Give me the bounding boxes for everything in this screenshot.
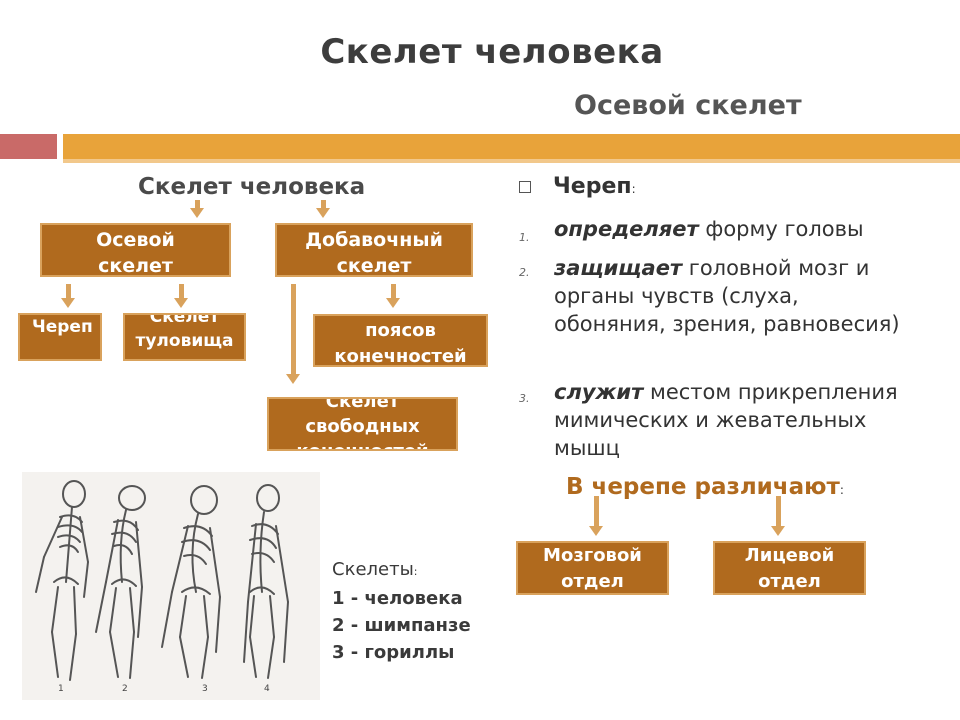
square-bullet-icon [519,181,531,193]
decor-bar-left [0,134,57,159]
skull-parts-heading-text: В черепе различают [566,474,840,500]
legend-line-1: 1 - человека [332,588,463,609]
list-number-1: 1. [519,231,530,244]
skeletons-illustration: 1 2 3 4 [22,472,320,700]
figure-number-4: 4 [264,684,270,694]
list-number-3: 3. [519,392,530,405]
free-limbs-box: Скелет свободных конечностей [267,397,458,451]
list-item-1-text: форму головы [698,217,864,241]
figure-number-1: 1 [58,684,64,694]
legend-line-3: 3 - гориллы [332,642,455,663]
list-number-2: 2. [519,266,530,279]
girdles-box: поясов конечностей [313,314,488,367]
diagram-heading: Скелет человека [138,174,366,200]
skull-label: Череп: [553,173,636,203]
legend-title-colon: : [413,565,418,578]
list-item-1: определяет форму головы [554,215,934,243]
list-item-2-keyword: защищает [554,256,683,280]
list-item-3: служит местом прикрепления мимических и … [554,378,914,462]
list-item-3-keyword: служит [554,380,644,404]
skull-label-text: Череп [553,174,632,199]
legend-title-text: Скелеты [332,559,414,580]
figure-number-2: 2 [122,684,128,694]
slide-title: Скелет человека [320,32,664,72]
skull-label-colon: : [631,182,636,196]
decor-bar-line [63,159,960,163]
facial-part-box: Лицевой отдел [713,541,866,595]
decor-bar-right [63,134,960,159]
axial-skeleton-box: Осевой скелет [40,223,231,277]
brain-part-box: Мозговой отдел [516,541,669,595]
trunk-skeleton-label: Скелет туловища [135,313,234,351]
skeletons-legend: Скелеты: 1 - человека 2 - шимпанзе 3 - г… [332,556,472,666]
slide-subtitle: Осевой скелет [574,90,802,121]
legend-title: Скелеты: [332,556,472,585]
list-item-3-text: местом прикрепления мимических и жевател… [554,380,898,460]
accessory-skeleton-box: Добавочный скелет [275,223,473,277]
skull-parts-heading: В черепе различают: [566,474,844,500]
skeletons-drawing [35,480,289,681]
list-item-2-text: головной мозг и органы чувств (слуха, об… [554,256,900,336]
figure-number-3: 3 [202,684,208,694]
legend-line-2: 2 - шимпанзе [332,615,471,636]
list-item-2: защищает головной мозг и органы чувств (… [554,254,904,338]
skull-box: Череп [18,313,102,361]
skull-parts-heading-colon: : [839,483,844,497]
trunk-skeleton-box: Скелет туловища [123,313,246,361]
list-item-1-keyword: определяет [554,217,699,241]
free-limbs-label: Скелет свободных конечностей [296,397,428,449]
